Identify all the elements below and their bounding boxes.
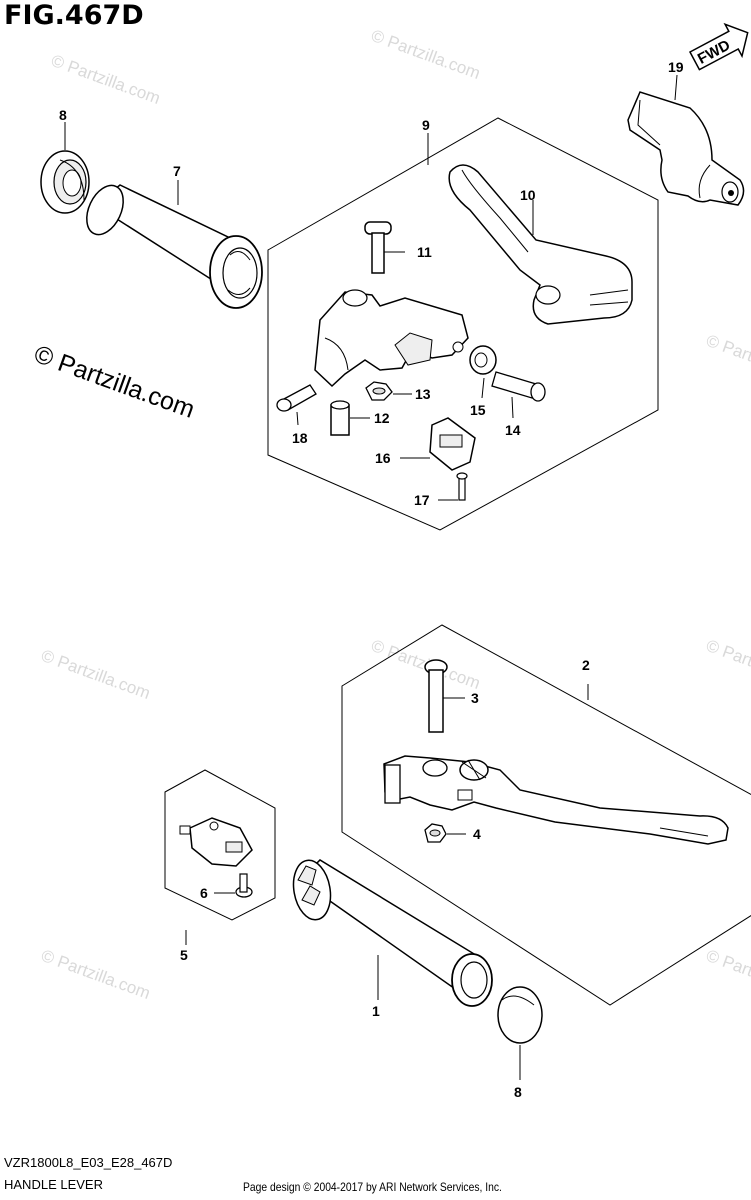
watermark: © Partzilla.com [704,331,751,388]
callout-8-lower: 8 [514,1084,522,1100]
callout-10: 10 [520,187,536,203]
part-3-bolt [424,659,465,733]
callout-9: 9 [422,117,430,133]
watermark: © Partzilla.com [49,51,163,108]
part-4-nut [424,823,466,843]
callout-labels: 8 7 9 10 11 12 13 14 15 16 17 18 19 2 3 … [59,59,684,1100]
part-6-screw [214,873,253,898]
watermark: © Partzilla.com [39,946,153,1003]
callout-19: 19 [668,59,684,75]
group-frame-5 [164,769,276,921]
part-8-end-cap [497,986,543,1080]
page-credit: Page design © 2004-2017 by ARI Network S… [243,1180,502,1194]
watermark: © Partzilla.com [704,946,751,1003]
part-8-ring [40,150,90,214]
watermark: © Partzilla.com [704,636,751,693]
part-14-adjuster-screw [491,371,546,419]
callout-17: 17 [414,492,430,508]
callout-7: 7 [173,163,181,179]
callout-15: 15 [470,402,486,418]
part-7-grip [86,184,263,309]
watermark-layer: © Partzilla.com © Partzilla.com © Partzi… [39,26,751,1003]
part-10-lever [448,164,633,325]
callout-2: 2 [582,657,590,673]
callout-13: 13 [415,386,431,402]
callout-18: 18 [292,430,308,446]
callout-16: 16 [375,450,391,466]
part-11-bolt [364,221,405,274]
callout-1: 1 [372,1003,380,1019]
figure-title: FIG.467D [4,0,144,31]
part-12-collar [330,400,370,436]
group-frame-9 [267,117,659,531]
part-2-lever-assembly [383,684,729,845]
part-18-screw [276,384,317,426]
part-5-switch [179,817,253,945]
model-code: VZR1800L8_E03_E28_467D [4,1155,173,1170]
callout-6: 6 [200,885,208,901]
fwd-arrow-icon: FWD [688,22,749,71]
part-16-switch [400,417,476,471]
callout-4: 4 [473,826,481,842]
section-name: HANDLE LEVER [4,1177,103,1192]
part-17-screw [438,472,468,501]
part-1-throttle-grip [292,859,493,1007]
watermark: © Partzilla.com [39,646,153,703]
part-13-nut [365,381,412,401]
callout-5: 5 [180,947,188,963]
callout-3: 3 [471,690,479,706]
callout-12: 12 [374,410,390,426]
part-19-fwd-cover [627,74,745,206]
watermark: © Partzilla.com [369,26,483,83]
callout-11: 11 [417,244,432,260]
callout-14: 14 [505,422,521,438]
part-15-adjuster [469,345,497,399]
callout-8-upper: 8 [59,107,67,123]
group-frame-2 [341,624,751,1006]
part-9-bracket [314,133,469,388]
